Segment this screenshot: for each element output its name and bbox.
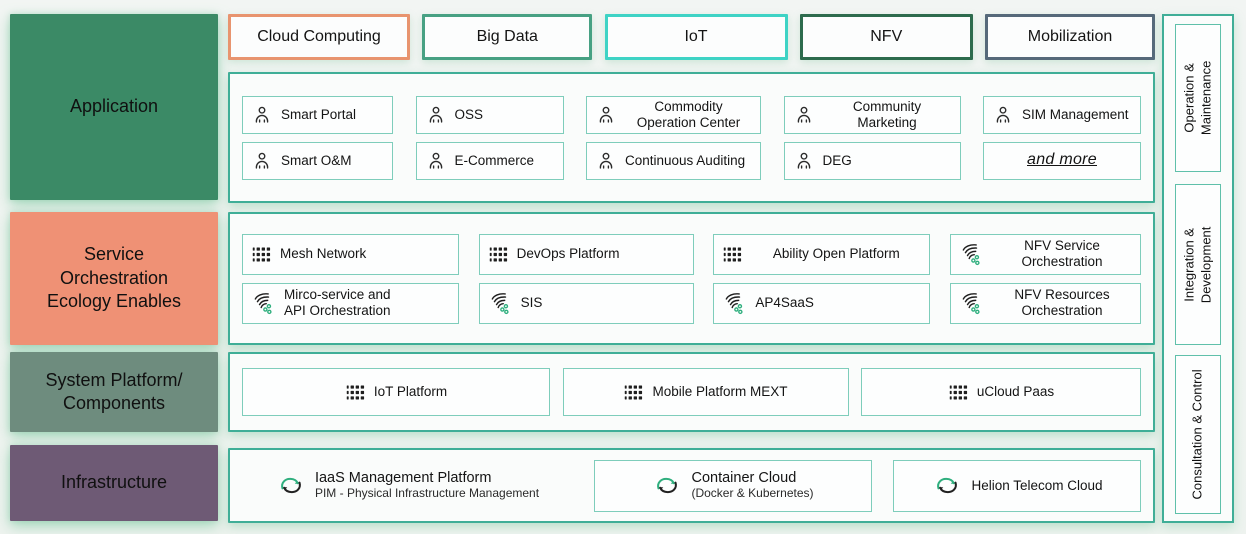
service-item: DevOps Platform <box>478 233 694 275</box>
system-platform-band: IoT Platform Mobile Platform MEXT uCloud… <box>228 352 1155 432</box>
person-icon <box>425 150 447 172</box>
cycle-arrows-icon <box>931 473 963 498</box>
service-orchestration-band: Mesh Network DevOps Platform Ability Ope… <box>228 212 1155 345</box>
tag-iot: IoT <box>604 14 788 60</box>
apps-grid-icon <box>722 244 743 265</box>
app-item-label: E-Commerce <box>454 152 535 168</box>
person-icon <box>793 104 815 126</box>
layer-label-infrastructure: Infrastructure <box>10 445 218 521</box>
tag-cloud-computing: Cloud Computing <box>228 14 410 60</box>
service-item: SIS <box>478 282 694 324</box>
app-item: Commodity Operation Center <box>586 95 761 134</box>
service-item: Mesh Network <box>242 233 459 275</box>
apps-grid-icon <box>948 382 969 403</box>
service-flow-icon <box>722 291 747 316</box>
person-icon <box>793 150 815 172</box>
system-item: Mobile Platform MEXT <box>562 368 849 416</box>
app-item: E-Commerce <box>415 141 564 180</box>
cycle-arrows-icon <box>275 473 307 498</box>
layer-label-application: Application <box>10 14 218 200</box>
app-item-label: Continuous Auditing <box>625 152 746 168</box>
person-icon <box>595 150 617 172</box>
tag-big-data: Big Data <box>422 14 593 60</box>
app-item: Community Marketing <box>783 95 961 134</box>
infra-item-title: Container Cloud <box>691 469 797 486</box>
service-flow-icon <box>959 291 984 316</box>
system-item-label: uCloud Paas <box>976 384 1055 400</box>
right-item-label: Operation & Maintenance <box>1181 60 1214 136</box>
apps-grid-icon <box>345 382 366 403</box>
infra-item-title: IaaS Management Platform <box>314 469 492 486</box>
person-icon <box>425 104 447 126</box>
system-item-label: IoT Platform <box>373 384 448 400</box>
app-item-and-more: and more <box>983 141 1141 180</box>
technology-tags-row: Cloud Computing Big Data IoT NFV Mobiliz… <box>228 14 1155 60</box>
right-services-column: Operation & Maintenance Integration & De… <box>1162 14 1234 523</box>
layer-label-service-orchestration: Service Orchestration Ecology Enables <box>10 212 218 345</box>
and-more-label: and more <box>1027 151 1097 169</box>
apps-grid-icon <box>623 382 644 403</box>
app-item-label: DEG <box>822 152 852 168</box>
service-item: NFV Service Orchestration <box>949 233 1141 275</box>
system-item: IoT Platform <box>242 368 550 416</box>
apps-grid-icon <box>488 244 509 265</box>
application-band: Smart Portal OSS Commodity Operation Cen… <box>228 72 1155 203</box>
service-item: Ability Open Platform <box>713 233 931 275</box>
app-item-label: OSS <box>454 106 484 122</box>
app-item-label: Smart O&M <box>281 152 352 168</box>
service-item: NFV Resources Orchestration <box>949 282 1141 324</box>
app-item: Continuous Auditing <box>586 141 761 180</box>
service-item: AP4SaaS <box>713 282 931 324</box>
tag-nfv: NFV <box>799 14 973 60</box>
system-item: uCloud Paas <box>861 368 1141 416</box>
right-item-operation-maintenance: Operation & Maintenance <box>1175 24 1221 172</box>
service-item-label: DevOps Platform <box>516 246 620 262</box>
right-item-consultation-control: Consultation & Control <box>1175 355 1221 514</box>
app-item-label: SIM Management <box>1022 106 1129 122</box>
person-icon <box>595 104 617 126</box>
service-item-label: NFV Resources Orchestration <box>1014 287 1110 318</box>
infra-item: Helion Telecom Cloud <box>893 459 1141 512</box>
right-item-label: Consultation & Control <box>1189 369 1205 500</box>
app-item: DEG <box>783 141 961 180</box>
right-item-label: Integration & Development <box>1181 226 1214 303</box>
service-item-label: NFV Service Orchestration <box>1021 238 1103 269</box>
service-flow-icon <box>959 242 984 267</box>
service-item-label: Ability Open Platform <box>772 246 900 262</box>
app-item: Smart O&M <box>242 141 393 180</box>
infrastructure-band: IaaS Management Platform PIM - Physical … <box>228 448 1155 523</box>
person-icon <box>992 104 1014 126</box>
layer-label-system-platform: System Platform/ Components <box>10 352 218 432</box>
service-flow-icon <box>488 291 513 316</box>
service-flow-icon <box>251 291 276 316</box>
service-item-label: Mesh Network <box>280 246 367 262</box>
service-item: Mirco-service and API Orchestration <box>242 282 459 324</box>
person-icon <box>251 150 273 172</box>
app-item-label: Commodity Operation Center <box>636 98 741 130</box>
cycle-arrows-icon <box>651 473 683 498</box>
service-item-label: AP4SaaS <box>755 295 814 311</box>
infra-item-subtitle: (Docker & Kubernetes) <box>691 486 814 501</box>
right-item-integration-development: Integration & Development <box>1175 184 1221 345</box>
infra-item: Container Cloud (Docker & Kubernetes) <box>593 459 872 512</box>
infra-item-subtitle: PIM - Physical Infrastructure Management <box>314 486 540 501</box>
service-item-label: SIS <box>520 295 543 311</box>
app-item-label: Community Marketing <box>852 98 922 130</box>
infra-item: IaaS Management Platform PIM - Physical … <box>242 460 572 512</box>
tag-mobilization: Mobilization <box>985 14 1155 60</box>
infra-item-title: Helion Telecom Cloud <box>971 477 1103 493</box>
system-item-label: Mobile Platform MEXT <box>652 384 788 400</box>
app-item-label: Smart Portal <box>281 106 357 122</box>
person-icon <box>251 104 273 126</box>
app-item: SIM Management <box>983 95 1141 134</box>
service-item-label: Mirco-service and API Orchestration <box>284 287 391 318</box>
apps-grid-icon <box>251 244 272 265</box>
app-item: Smart Portal <box>242 95 393 134</box>
app-item: OSS <box>415 95 564 134</box>
